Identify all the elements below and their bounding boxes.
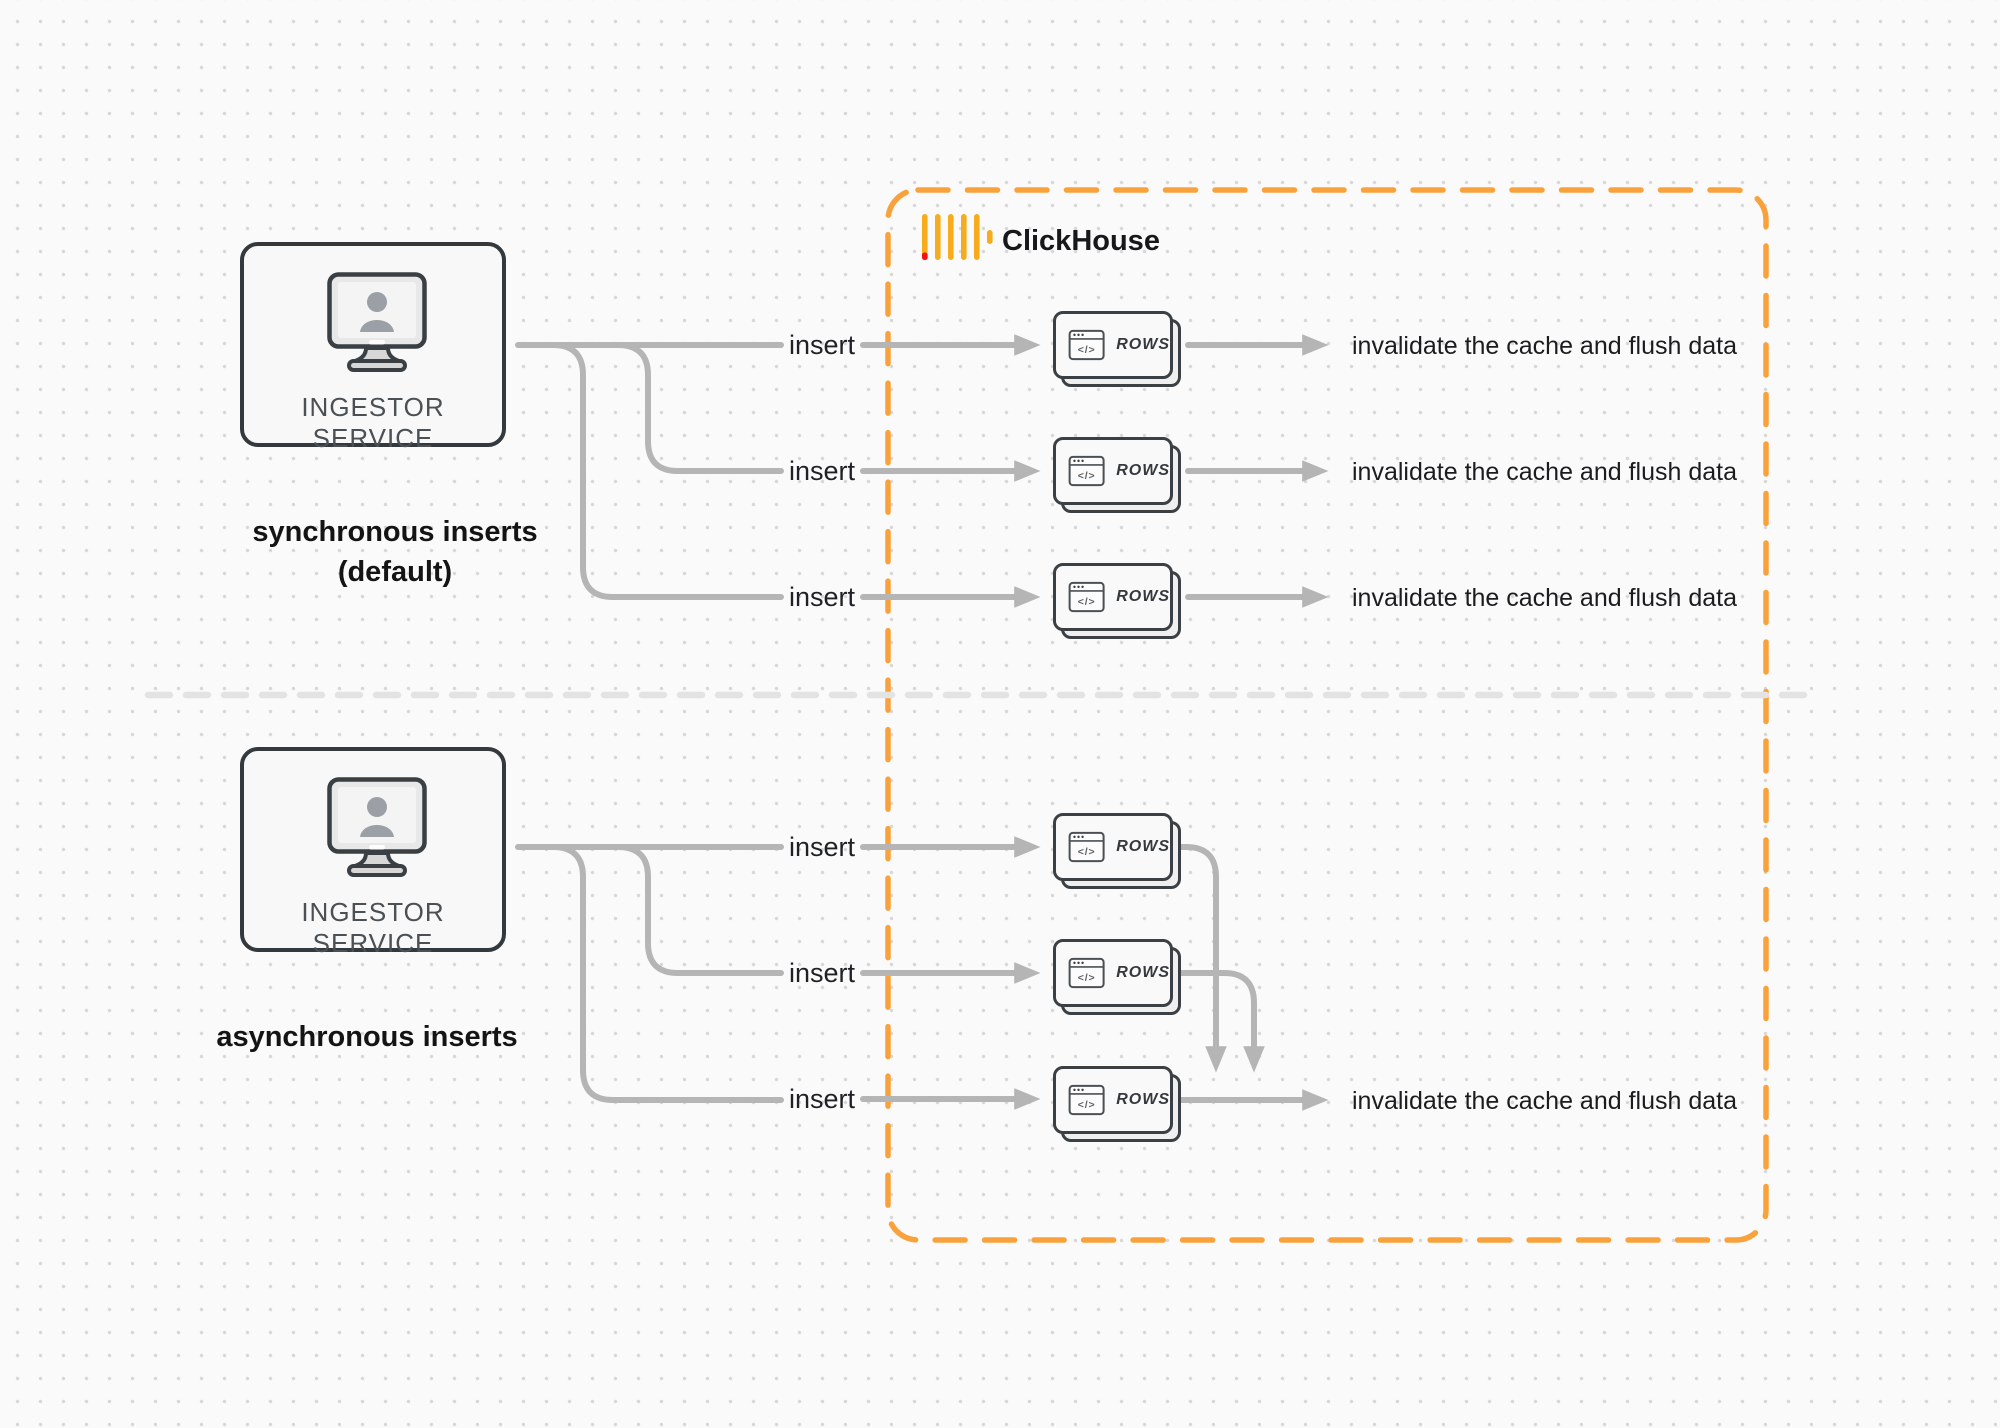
clickhouse-title: ClickHouse	[1002, 225, 1160, 257]
code-window-icon: </>	[1068, 1084, 1105, 1116]
connector-sync-branch3	[550, 342, 784, 600]
code-window-icon: </>	[1068, 831, 1105, 863]
svg-text:</>: </>	[1078, 846, 1096, 858]
arrow-async-flush-1	[1178, 844, 1227, 1073]
connector-sync-branch2	[615, 342, 784, 474]
rows-label: ROWS	[1116, 336, 1170, 353]
code-window-icon: </>	[1068, 329, 1105, 361]
code-window-icon: </>	[1068, 957, 1105, 989]
insert-label-sync-2: insert	[788, 456, 856, 486]
rows-label: ROWS	[1116, 1091, 1170, 1108]
result-label-sync-2: invalidate the cache and flush data	[1352, 458, 1737, 486]
svg-text:</>: </>	[1078, 1099, 1096, 1111]
insert-label-async-1: insert	[788, 832, 856, 862]
insert-label-sync-1: insert	[788, 330, 856, 360]
rows-label: ROWS	[1116, 462, 1170, 479]
monitor-user-icon	[327, 777, 427, 877]
ingestor-service-box-async: INGESTOR SERVICE	[240, 747, 506, 958]
result-label-async: invalidate the cache and flush data	[1352, 1087, 1737, 1115]
result-label-sync-1: invalidate the cache and flush data	[1352, 332, 1737, 360]
rows-card-async-3: </> ROWS	[1053, 1066, 1181, 1142]
clickhouse-header: ClickHouse	[922, 214, 1242, 274]
connector-async-branch2	[615, 844, 784, 976]
rows-card-sync-2: </> ROWS	[1053, 437, 1181, 513]
rows-card-sync-3: </> ROWS	[1053, 563, 1181, 639]
svg-text:</>: </>	[1078, 344, 1096, 356]
rows-label: ROWS	[1116, 964, 1170, 981]
insert-label-async-2: insert	[788, 958, 856, 988]
svg-text:</>: </>	[1078, 972, 1096, 984]
monitor-user-icon	[327, 272, 427, 372]
sync-caption: synchronous inserts (default)	[252, 516, 538, 588]
arrow-async-flush-2	[1178, 970, 1265, 1073]
rows-label: ROWS	[1116, 838, 1170, 855]
rows-card-async-2: </> ROWS	[1053, 939, 1181, 1015]
ingestor-service-box-sync: INGESTOR SERVICE	[240, 242, 506, 453]
insert-label-async-3: insert	[788, 1084, 856, 1114]
async-caption: asynchronous inserts	[216, 1021, 518, 1053]
async-connectors	[515, 836, 1329, 1111]
clickhouse-logo-icon	[922, 214, 993, 260]
result-label-sync-3: invalidate the cache and flush data	[1352, 584, 1737, 612]
rows-card-sync-1: </> ROWS	[1053, 311, 1181, 387]
ingestor-service-label: INGESTOR SERVICE	[301, 897, 445, 958]
rows-card-async-1: </> ROWS	[1053, 813, 1181, 889]
code-window-icon: </>	[1068, 455, 1105, 487]
code-window-icon: </>	[1068, 581, 1105, 613]
svg-text:</>: </>	[1078, 470, 1096, 482]
insert-label-sync-3: insert	[788, 582, 856, 612]
ingestor-service-label: INGESTOR SERVICE	[301, 392, 445, 453]
rows-label: ROWS	[1116, 588, 1170, 605]
sync-connectors	[515, 334, 1329, 608]
connector-async-branch3	[550, 844, 784, 1103]
svg-text:</>: </>	[1078, 596, 1096, 608]
